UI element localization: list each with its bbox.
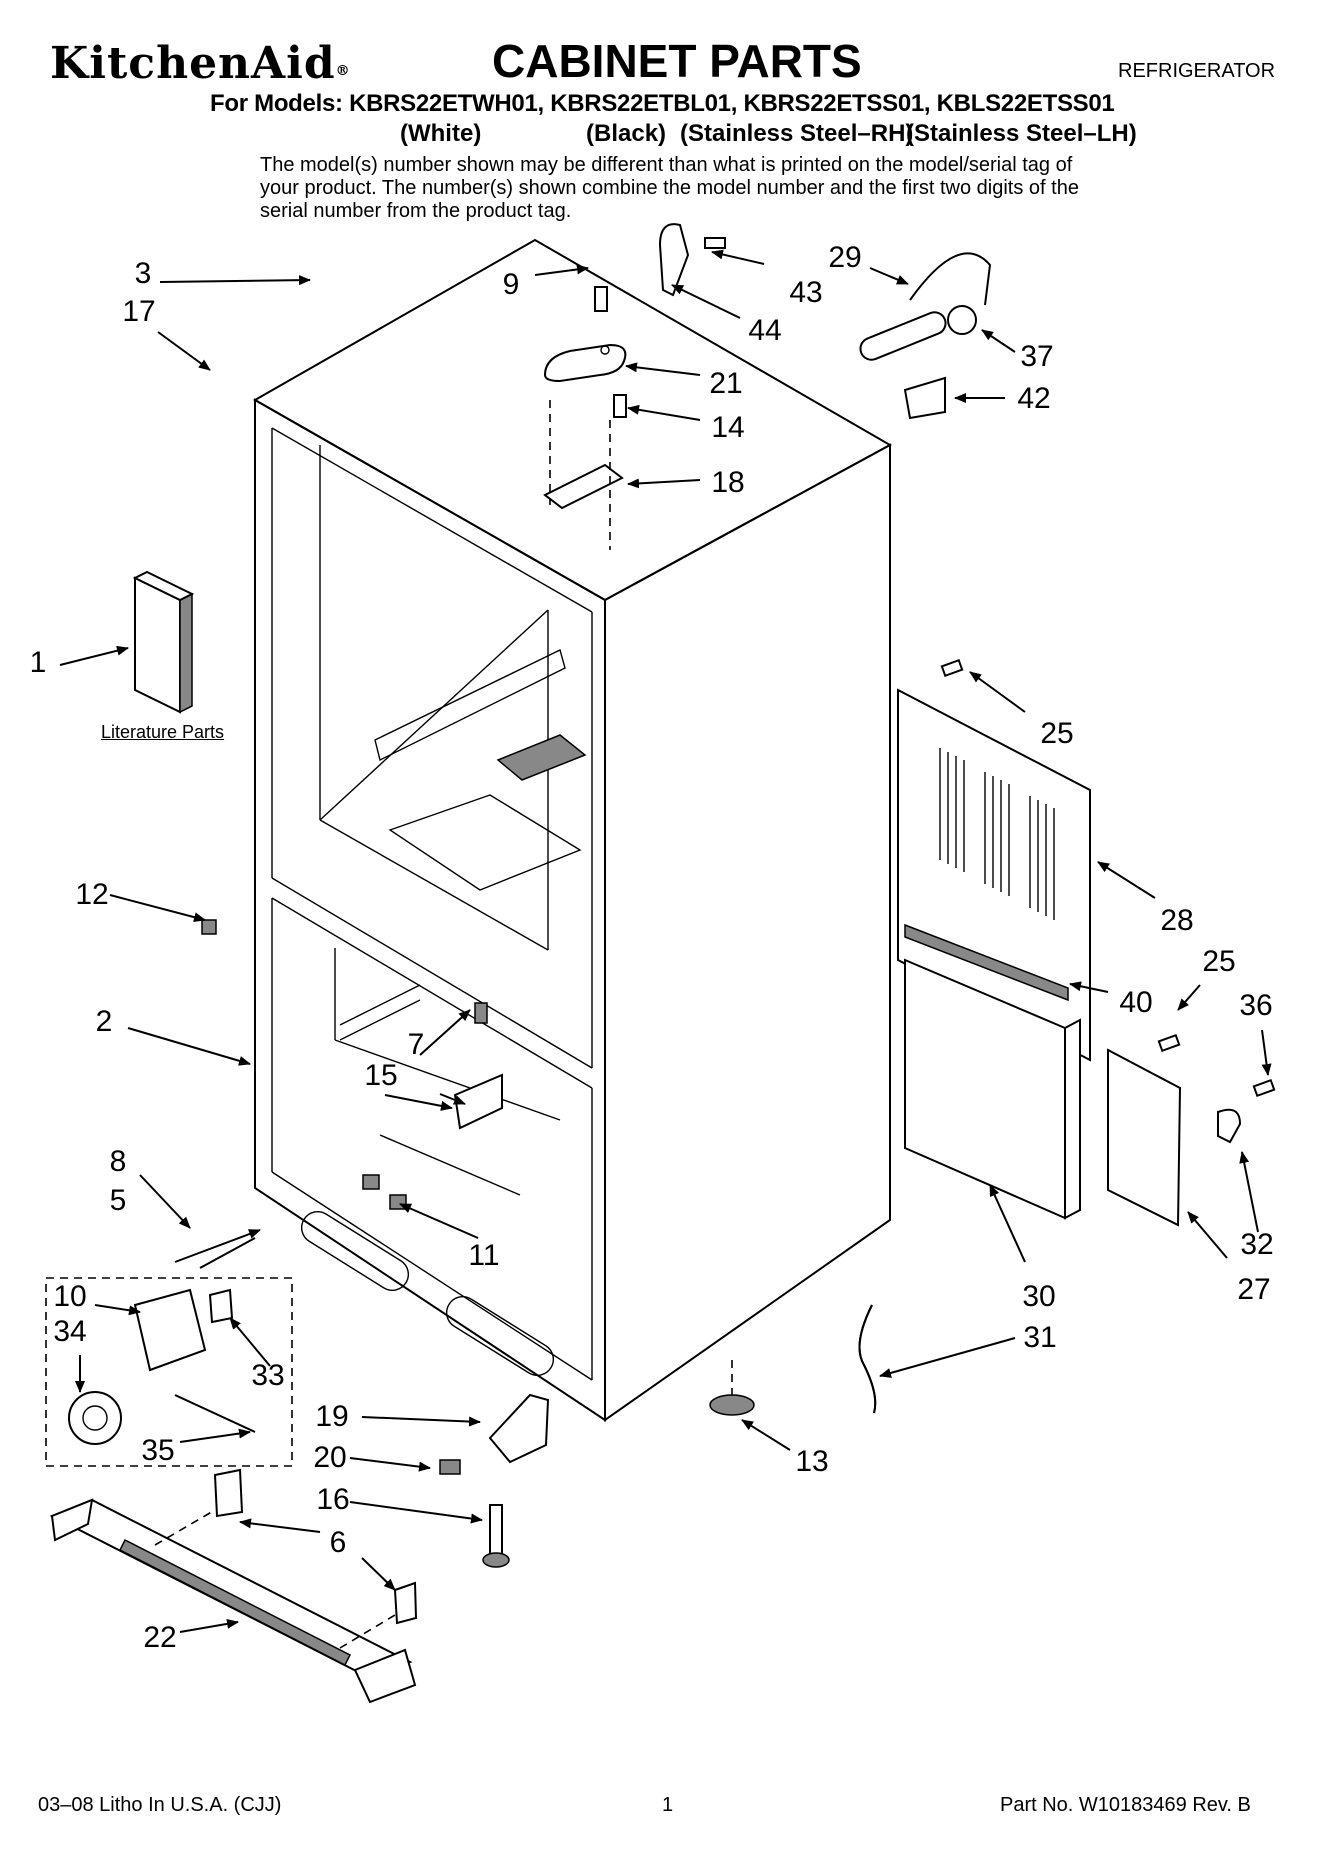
brand-name: KitchenAid (50, 38, 336, 89)
callout-15: 15 (364, 1059, 398, 1092)
registered-mark: ® (335, 63, 351, 79)
callout-19: 19 (315, 1400, 349, 1433)
model-color-stainless-lh: (Stainless Steel–LH) (906, 120, 1137, 147)
model-color-stainless-rh: (Stainless Steel–RH) (680, 120, 914, 147)
callout-40: 40 (1119, 986, 1153, 1019)
callout-14: 14 (711, 411, 745, 444)
callout-leader-arrows (59, 249, 1272, 1633)
callout-29: 29 (828, 241, 862, 274)
callout-3: 3 (134, 257, 152, 290)
brand-logo: KitchenAid® (50, 38, 351, 89)
callout-25-lower: 25 (1202, 945, 1236, 978)
callout-10: 10 (53, 1280, 87, 1313)
callout-12: 12 (75, 878, 109, 911)
literature-parts-booklet (132, 570, 195, 714)
callout-5: 5 (109, 1184, 127, 1217)
callout-37: 37 (1020, 340, 1054, 373)
callout-34: 34 (53, 1315, 87, 1348)
page-title: CABINET PARTS (492, 35, 862, 87)
literature-parts-label: Literature Parts (101, 722, 225, 742)
callout-32: 32 (1240, 1228, 1274, 1261)
model-color-black: (Black) (586, 120, 667, 147)
callout-43: 43 (789, 276, 823, 309)
callout-2: 2 (95, 1005, 113, 1038)
callout-28: 28 (1160, 904, 1194, 937)
callout-27: 27 (1237, 1273, 1271, 1306)
model-color-white: (White) (400, 120, 482, 147)
water-tube-assembly (658, 223, 992, 420)
rear-access-panels (897, 658, 1276, 1227)
callout-18: 18 (711, 466, 745, 499)
callout-8: 8 (109, 1145, 127, 1178)
callout-17: 17 (122, 295, 156, 328)
callout-20: 20 (313, 1441, 347, 1474)
callout-33: 33 (251, 1359, 285, 1392)
callout-44: 44 (748, 314, 782, 347)
model-number-note: The model(s) number shown may be differe… (260, 154, 1079, 222)
callout-1: 1 (29, 646, 47, 679)
callout-16: 16 (316, 1483, 350, 1516)
base-grille-assembly (49, 1229, 877, 1704)
top-hinge-assembly (543, 286, 627, 550)
part-number: Part No. W10183469 Rev. B (1000, 1794, 1251, 1816)
appliance-category: REFRIGERATOR (1118, 60, 1276, 82)
cabinet-body (252, 238, 893, 1422)
callout-36: 36 (1239, 989, 1273, 1022)
page-number: 1 (662, 1794, 674, 1816)
lower-left-parts (45, 919, 503, 1467)
callout-25-upper: 25 (1040, 717, 1074, 750)
callout-6: 6 (329, 1526, 347, 1559)
callout-35: 35 (141, 1434, 175, 1467)
models-line: For Models: KBRS22ETWH01, KBRS22ETBL01, … (210, 90, 1115, 117)
callout-11: 11 (468, 1239, 500, 1272)
callout-13: 13 (795, 1445, 829, 1478)
callout-31: 31 (1023, 1321, 1057, 1354)
callout-7: 7 (407, 1028, 425, 1061)
callout-42: 42 (1017, 382, 1051, 415)
callout-30: 30 (1022, 1280, 1056, 1313)
litho-info: 03–08 Litho In U.S.A. (CJJ) (38, 1794, 282, 1816)
callout-21: 21 (709, 367, 743, 400)
callout-9: 9 (502, 268, 520, 301)
callout-22: 22 (143, 1621, 177, 1654)
